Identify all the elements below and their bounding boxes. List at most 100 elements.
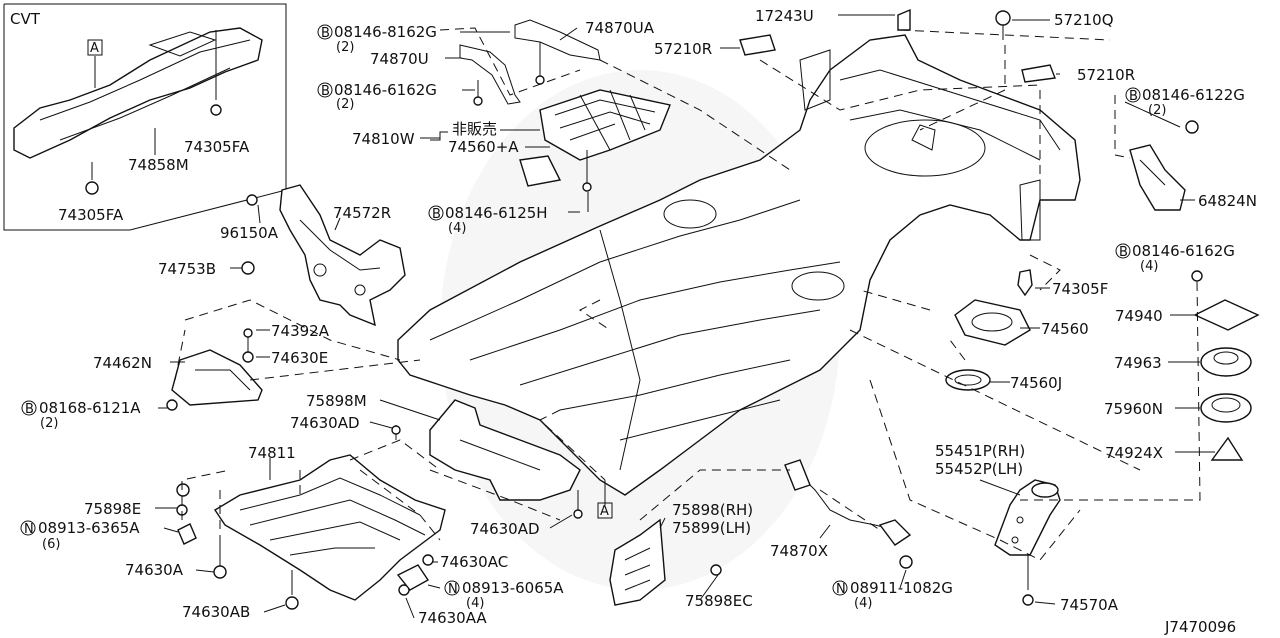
- bolt-prefix: B: [321, 26, 330, 41]
- qty-2a: (2): [336, 40, 354, 55]
- svg-text:B: B: [25, 402, 34, 417]
- qty-2d: (2): [40, 416, 58, 431]
- label-74560A: 74560+A: [448, 138, 519, 156]
- label-75898EC: 75898EC: [685, 592, 753, 610]
- label-08913-6365A: 08913-6365A: [38, 519, 140, 537]
- label-08146-6125H: 08146-6125H: [445, 204, 548, 222]
- label-08146-6122G: 08146-6122G: [1142, 86, 1245, 104]
- label-74870X: 74870X: [770, 542, 828, 560]
- label-57210R-b: 57210R: [1077, 66, 1135, 84]
- label-75898RH: 75898(RH): [672, 501, 753, 519]
- label-74560J: 74560J: [1010, 374, 1062, 392]
- label-74753B: 74753B: [158, 260, 216, 278]
- label-74305F: 74305F: [1052, 280, 1108, 298]
- cable-74870X: [784, 459, 913, 569]
- label-74570A: 74570A: [1060, 596, 1119, 614]
- label-57210Q: 57210Q: [1054, 11, 1114, 29]
- jp-note: 非販売: [452, 120, 497, 138]
- pads-group: [739, 8, 1056, 83]
- svg-text:B: B: [1129, 89, 1138, 104]
- label-08913-6065A: 08913-6065A: [462, 579, 564, 597]
- qty-4d: (4): [854, 596, 872, 611]
- label-75899LH: 75899(LH): [672, 519, 751, 537]
- under-cover-74811: [176, 454, 446, 610]
- label-08911-1082G: 08911-1082G: [850, 579, 953, 597]
- label-74940: 74940: [1115, 307, 1163, 325]
- qty-4a: (4): [448, 221, 466, 236]
- label-74870U: 74870U: [370, 50, 429, 68]
- label-74572R: 74572R: [333, 204, 391, 222]
- cvt-label-74305FA-b: 74305FA: [58, 206, 124, 224]
- label-74630AA: 74630AA: [418, 609, 487, 627]
- floor-panel: [397, 34, 1081, 496]
- svg-text:N: N: [448, 582, 458, 597]
- bolt-symbol: [21, 400, 37, 416]
- label-75898E: 75898E: [84, 500, 141, 518]
- bracket-75898M: [391, 399, 583, 519]
- part-labels: 74870UA 17243U 57210Q B 08146-8162G (2) …: [20, 7, 1257, 636]
- cvt-title: CVT: [10, 10, 41, 28]
- qty-2c: (2): [1148, 103, 1166, 118]
- label-75960N: 75960N: [1104, 400, 1163, 418]
- dashed-guide-lines: [174, 27, 1201, 561]
- cvt-ref-marker: A: [90, 41, 99, 56]
- fasteners-left: [176, 194, 434, 596]
- svg-text:N: N: [836, 582, 846, 597]
- nut-symbol: [832, 580, 848, 596]
- mount-55451P: [994, 479, 1061, 606]
- diagram-code: J7470096: [1164, 618, 1236, 636]
- label-74630AC: 74630AC: [440, 553, 508, 571]
- qty-2b: (2): [336, 97, 354, 112]
- label-74811: 74811: [248, 444, 296, 462]
- bolt-symbol: [1115, 243, 1131, 259]
- label-08168-6121A: 08168-6121A: [39, 399, 141, 417]
- label-74924X: 74924X: [1105, 444, 1163, 462]
- label-74462N: 74462N: [93, 354, 152, 372]
- bolt-symbol: [428, 205, 444, 221]
- svg-text:B: B: [432, 207, 441, 222]
- qty-4b: (4): [1140, 259, 1158, 274]
- bracket-74572R: [279, 184, 406, 327]
- label-08146-6162G-b: 08146-6162G: [1132, 242, 1235, 260]
- bolt-symbol: [317, 82, 333, 98]
- cvt-label-74858M: 74858M: [128, 156, 189, 174]
- label-74560: 74560: [1041, 320, 1089, 338]
- tray-assembly: [459, 19, 671, 192]
- label-74630A: 74630A: [125, 561, 184, 579]
- cvt-undercover: [13, 27, 263, 159]
- label-74870UA: 74870UA: [585, 19, 655, 37]
- mount-pad-group: [945, 269, 1260, 461]
- label-74630E: 74630E: [271, 349, 328, 367]
- ref-marker-main: A: [597, 502, 613, 519]
- cvt-inset-box: CVT A 74858M 74305FA 74305FA: [3, 3, 287, 231]
- label-08146-8162G: 08146-8162G: [334, 23, 437, 41]
- label-55452P: 55452P(LH): [935, 460, 1023, 478]
- bracket-64824N: [1129, 120, 1199, 211]
- qty-6: (6): [42, 537, 60, 552]
- label-55451P: 55451P(RH): [935, 442, 1025, 460]
- label-74630AD-a: 74630AD: [290, 414, 360, 432]
- bracket-75898-75899: [609, 518, 722, 606]
- label-08146-6162G-a: 08146-6162G: [334, 81, 437, 99]
- svg-text:B: B: [1119, 245, 1128, 260]
- nut-prefix: N: [24, 522, 34, 537]
- label-64824N: 64824N: [1198, 192, 1257, 210]
- label-74630AD-b: 74630AD: [470, 520, 540, 538]
- label-96150A: 96150A: [220, 224, 279, 242]
- qty-4c: (4): [466, 596, 484, 611]
- label-57210R-a: 57210R: [654, 40, 712, 58]
- label-74810W: 74810W: [352, 130, 415, 148]
- label-74630AB: 74630AB: [182, 603, 250, 621]
- bolt-symbol: [1125, 87, 1141, 103]
- nut-symbol: [444, 580, 460, 596]
- svg-text:B: B: [321, 84, 330, 99]
- label-74392A: 74392A: [271, 322, 330, 340]
- cvt-label-74305FA-a: 74305FA: [184, 138, 250, 156]
- bracket-74462N: [166, 328, 263, 411]
- label-17243U: 17243U: [755, 7, 814, 25]
- label-75898M: 75898M: [306, 392, 367, 410]
- svg-text:A: A: [600, 504, 609, 519]
- label-74963: 74963: [1114, 354, 1162, 372]
